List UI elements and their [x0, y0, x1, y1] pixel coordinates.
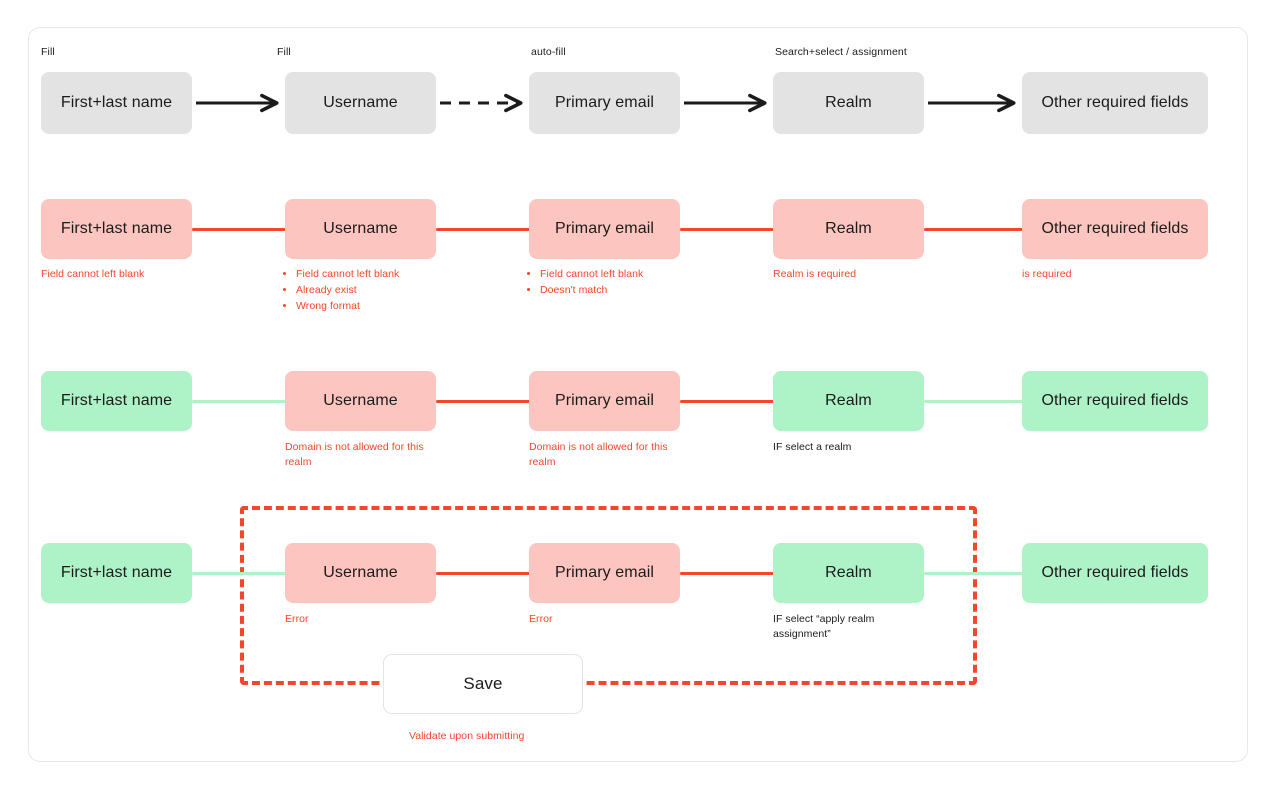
connector-row2-2 — [436, 228, 533, 231]
node-primary-email-error[interactable]: Primary email — [529, 199, 680, 259]
note-primary-email-row3: Domain is not allowed for this realm — [529, 441, 668, 469]
node-other-required-fields-success-row4[interactable]: Other required fields — [1022, 543, 1208, 603]
node-realm-success-row3[interactable]: Realm — [773, 371, 924, 431]
save-button[interactable]: Save — [383, 654, 583, 714]
note-realm-row2: Realm is required — [773, 268, 857, 280]
note-first-last-name-row2: Field cannot left blank — [41, 268, 145, 280]
note-item: Field cannot left blank — [296, 267, 475, 282]
note-other-required-fields-row2: is required — [1022, 268, 1072, 280]
node-username-error-row3[interactable]: Username — [285, 371, 436, 431]
node-other-required-fields-error[interactable]: Other required fields — [1022, 199, 1208, 259]
note-item: Wrong format — [296, 299, 475, 314]
node-first-last-name-success-row4[interactable]: First+last name — [41, 543, 192, 603]
note-item: Doesn't match — [540, 283, 719, 298]
connector-row4-2 — [436, 572, 533, 575]
node-first-last-name-success-row3[interactable]: First+last name — [41, 371, 192, 431]
note-validate-on-submit: Validate upon submitting — [409, 730, 525, 742]
connector-row4-1 — [192, 572, 289, 575]
caption-realm: Search+select / assignment — [775, 46, 907, 58]
node-realm-success-row4[interactable]: Realm — [773, 543, 924, 603]
node-primary-email-neutral[interactable]: Primary email — [529, 72, 680, 134]
note-realm-row3: IF select a realm — [773, 441, 852, 453]
node-primary-email-error-row3[interactable]: Primary email — [529, 371, 680, 431]
node-realm-error[interactable]: Realm — [773, 199, 924, 259]
note-item: Field cannot left blank — [540, 267, 719, 282]
connector-row3-3 — [680, 400, 777, 403]
note-realm-row4: IF select “apply realm assignment” — [773, 613, 875, 641]
node-username-neutral[interactable]: Username — [285, 72, 436, 134]
validation-group-outline — [240, 506, 977, 685]
connector-row2-3 — [680, 228, 777, 231]
node-other-required-fields-success-row3[interactable]: Other required fields — [1022, 371, 1208, 431]
caption-username: Fill — [277, 46, 291, 58]
connector-row3-2 — [436, 400, 533, 403]
connector-row3-1 — [192, 400, 289, 403]
caption-primary-email: auto-fill — [531, 46, 566, 58]
connector-row3-4 — [924, 400, 1026, 403]
note-primary-email-row4: Error — [529, 613, 553, 625]
caption-first-last-name: Fill — [41, 46, 55, 58]
note-item: Already exist — [296, 283, 475, 298]
node-username-error-row4[interactable]: Username — [285, 543, 436, 603]
connector-row2-4 — [924, 228, 1026, 231]
note-username-row4: Error — [285, 613, 309, 625]
connector-row4-4 — [924, 572, 1026, 575]
note-primary-email-row2: Field cannot left blank Doesn't match — [529, 267, 719, 299]
node-primary-email-error-row4[interactable]: Primary email — [529, 543, 680, 603]
node-other-required-fields-neutral[interactable]: Other required fields — [1022, 72, 1208, 134]
node-realm-neutral[interactable]: Realm — [773, 72, 924, 134]
node-first-last-name-neutral[interactable]: First+last name — [41, 72, 192, 134]
node-first-last-name-error[interactable]: First+last name — [41, 199, 192, 259]
node-username-error[interactable]: Username — [285, 199, 436, 259]
connector-row2-1 — [192, 228, 289, 231]
note-username-row2: Field cannot left blank Already exist Wr… — [285, 267, 475, 316]
connector-row4-3 — [680, 572, 777, 575]
note-username-row3: Domain is not allowed for this realm — [285, 441, 424, 469]
